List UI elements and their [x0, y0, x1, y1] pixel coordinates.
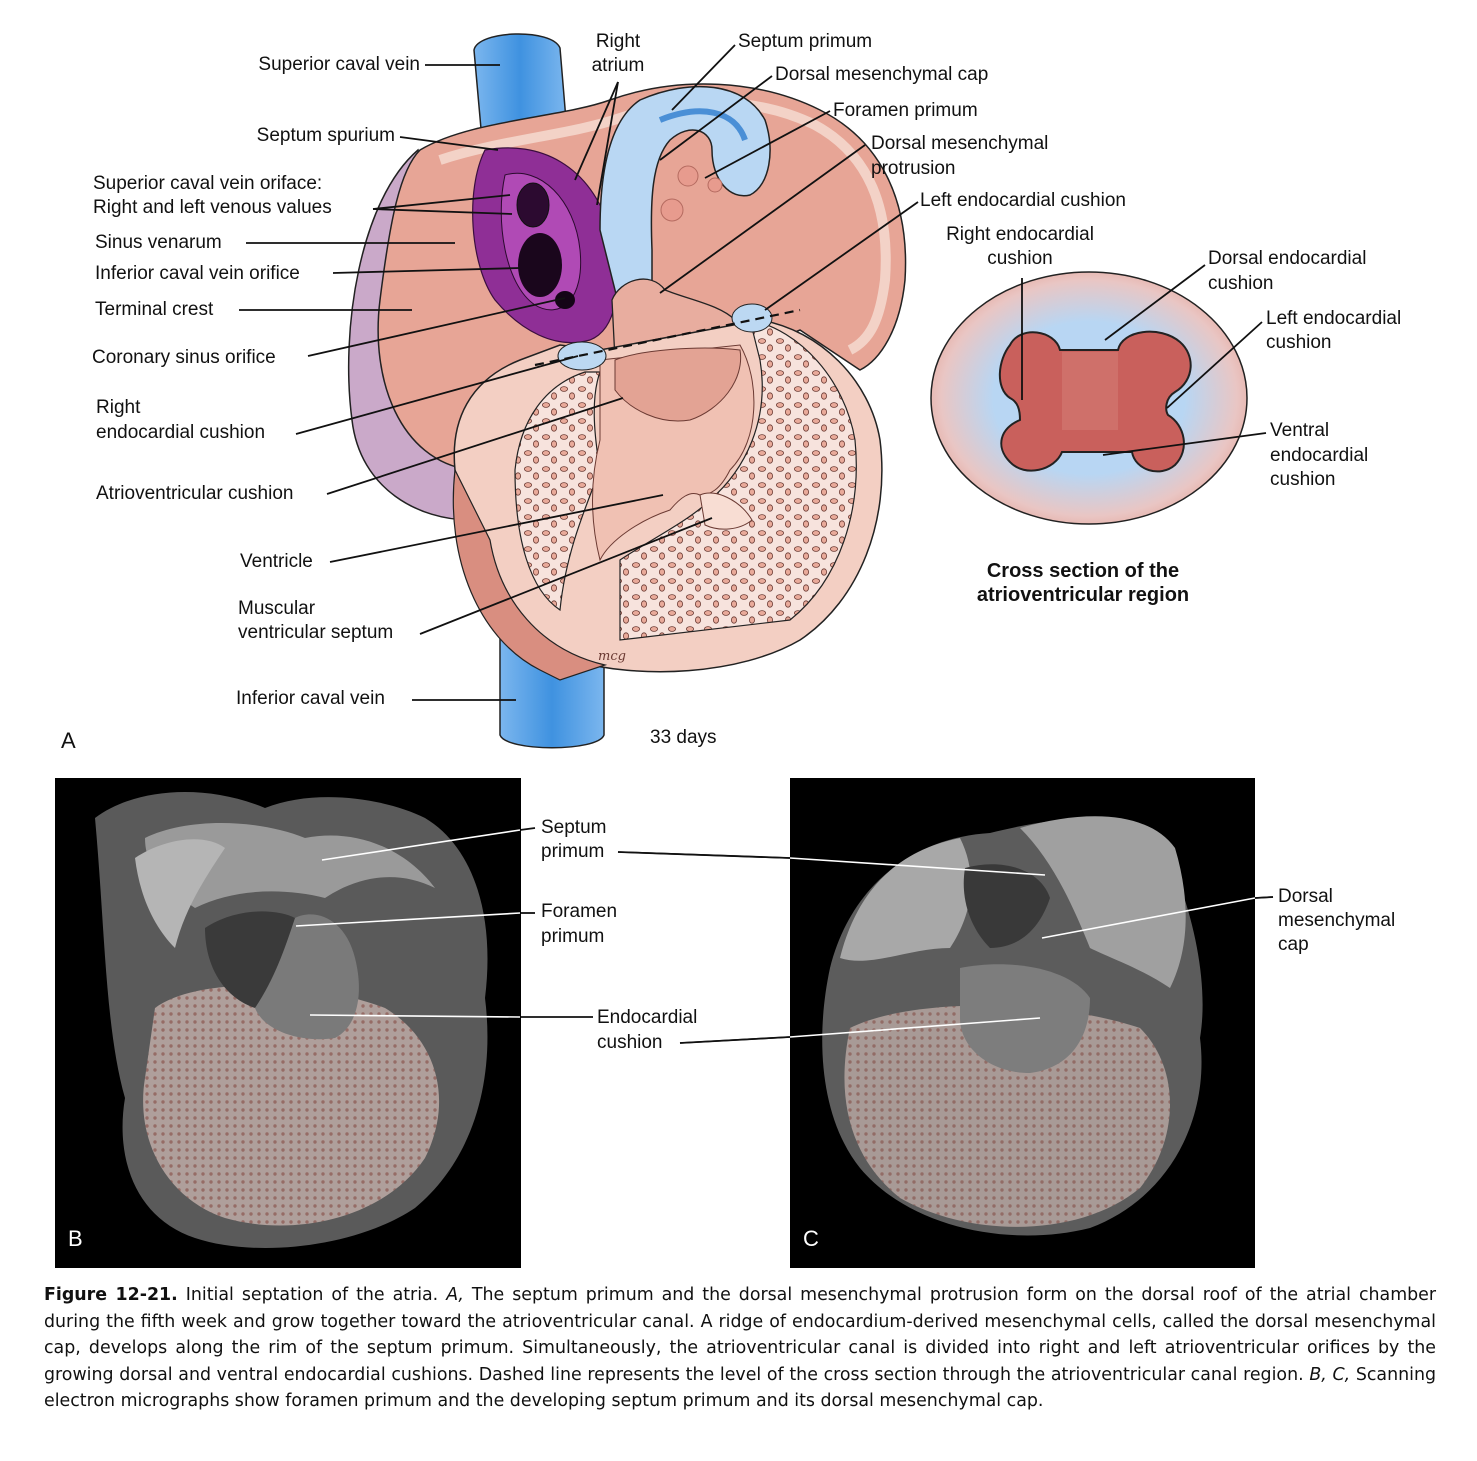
label-inferior-caval-vein: Inferior caval vein [236, 688, 385, 709]
label-coronary-sinus-orifice: Coronary sinus orifice [92, 347, 276, 368]
left-endocardial-cushion-shape [731, 303, 773, 333]
label-scv-orifice-line2: Right and left venous values [93, 197, 332, 218]
label-sinus-venarum: Sinus venarum [95, 232, 222, 253]
panel-c-letter: C [803, 1226, 819, 1251]
micrograph-b-art [95, 791, 488, 1248]
caption-a-ref: A, [446, 1285, 464, 1305]
panel-a-letter: A [61, 728, 76, 753]
caption-figure-number: Figure 12-21. [44, 1285, 178, 1305]
label-superior-caval-vein: Superior caval vein [258, 54, 420, 75]
label-c-dorsal-mesenchymal-cap-line2: mesenchymal [1278, 910, 1396, 931]
label-inferior-caval-vein-orifice: Inferior caval vein orifice [95, 263, 300, 284]
label-b-foramen-primum-line2: primum [541, 926, 605, 947]
label-b-foramen-primum-line1: Foramen [541, 901, 618, 922]
label-b-septum-primum-line1: Septum [541, 817, 607, 838]
label-cs-left-endocardial-cushion-line2: cushion [1266, 332, 1332, 353]
cross-section-title-line2: atrioventricular region [976, 584, 1190, 606]
label-right-endocardial-cushion-line1: Right [96, 397, 141, 418]
atrioventricular-cushion-shape [614, 347, 742, 422]
label-c-dorsal-mesenchymal-cap-line1: Dorsal [1278, 886, 1333, 907]
label-right-atrium-line1: Right [595, 31, 641, 52]
figure-caption: Figure 12-21. Initial septation of the a… [44, 1282, 1436, 1415]
label-cs-right-endocardial-cushion-line1: Right endocardial [946, 224, 1094, 245]
label-b-septum-primum-line2: primum [541, 841, 605, 862]
label-cs-dorsal-endocardial-cushion-line1: Dorsal endocardial [1208, 248, 1367, 269]
label-foramen-primum: Foramen primum [833, 100, 978, 121]
foramen-primum-shape [677, 165, 699, 187]
panel-a-leader-lines [239, 44, 919, 701]
label-terminal-crest: Terminal crest [95, 299, 214, 320]
label-scv-orifice-line1: Superior caval vein oriface: [93, 173, 323, 194]
label-cs-left-endocardial-cushion-line1: Left endocardial [1266, 308, 1402, 329]
label-b-endocardial-cushion-line1: Endocardial [597, 1007, 698, 1028]
label-muscular-ventricular-septum-line1: Muscular [238, 598, 316, 619]
caption-bc-ref: B, C, [1309, 1364, 1351, 1385]
caption-part-2: The septum primum and the dorsal mesench… [44, 1285, 1437, 1385]
label-right-endocardial-cushion-line2: endocardial cushion [96, 422, 266, 443]
label-cs-ventral-endocardial-cushion-line1: Ventral [1270, 420, 1330, 441]
micrograph-b: B [55, 778, 521, 1268]
label-muscular-ventricular-septum-line2: ventricular septum [238, 622, 394, 643]
label-dorsal-mesenchymal-cap: Dorsal mesenchymal cap [775, 64, 989, 85]
coronary-sinus-orifice-shape [555, 291, 575, 309]
label-dorsal-mesenchymal-protrusion-line1: Dorsal mesenchymal [871, 133, 1049, 154]
cross-section-leader-lines [1021, 264, 1267, 456]
label-ventricle: Ventricle [240, 551, 313, 572]
micrograph-c-art [822, 816, 1203, 1236]
caption-part-1: Initial septation of the atria. [185, 1285, 439, 1305]
panel-a-age: 33 days [650, 727, 717, 748]
caption-part-3: Scanning electron micrographs show foram… [44, 1364, 1437, 1412]
label-dorsal-mesenchymal-protrusion-line2: protrusion [871, 158, 956, 179]
trabeculated-wall-right [619, 319, 857, 641]
cross-section-diagram [930, 271, 1248, 525]
label-atrioventricular-cushion: Atrioventricular cushion [96, 483, 294, 504]
micrograph-c: C [790, 778, 1255, 1268]
inferior-caval-vein-orifice-shape [518, 233, 562, 297]
cross-section-title-line1: Cross section of the [986, 560, 1180, 582]
label-right-atrium-line2: atrium [591, 55, 645, 76]
label-septum-primum: Septum primum [738, 31, 873, 52]
label-septum-spurium: Septum spurium [256, 125, 395, 146]
label-cs-dorsal-endocardial-cushion-line2: cushion [1208, 273, 1274, 294]
cross-section-level-line [534, 308, 801, 367]
label-c-dorsal-mesenchymal-cap-line3: cap [1278, 934, 1309, 955]
label-left-endocardial-cushion: Left endocardial cushion [920, 190, 1126, 211]
panel-b-letter: B [68, 1226, 83, 1251]
label-cs-ventral-endocardial-cushion-line3: cushion [1270, 469, 1336, 490]
micrograph-leader-lines [295, 829, 1274, 1044]
label-b-endocardial-cushion-line2: cushion [597, 1032, 663, 1053]
label-cs-ventral-endocardial-cushion-line2: endocardial [1270, 445, 1369, 466]
label-cs-right-endocardial-cushion-line2: cushion [987, 248, 1053, 269]
superior-caval-vein-shape [473, 33, 567, 141]
diagram-artwork: mcg [239, 33, 1274, 1044]
septum-primum-shape [599, 85, 771, 311]
svg-text:mcg: mcg [598, 649, 626, 664]
